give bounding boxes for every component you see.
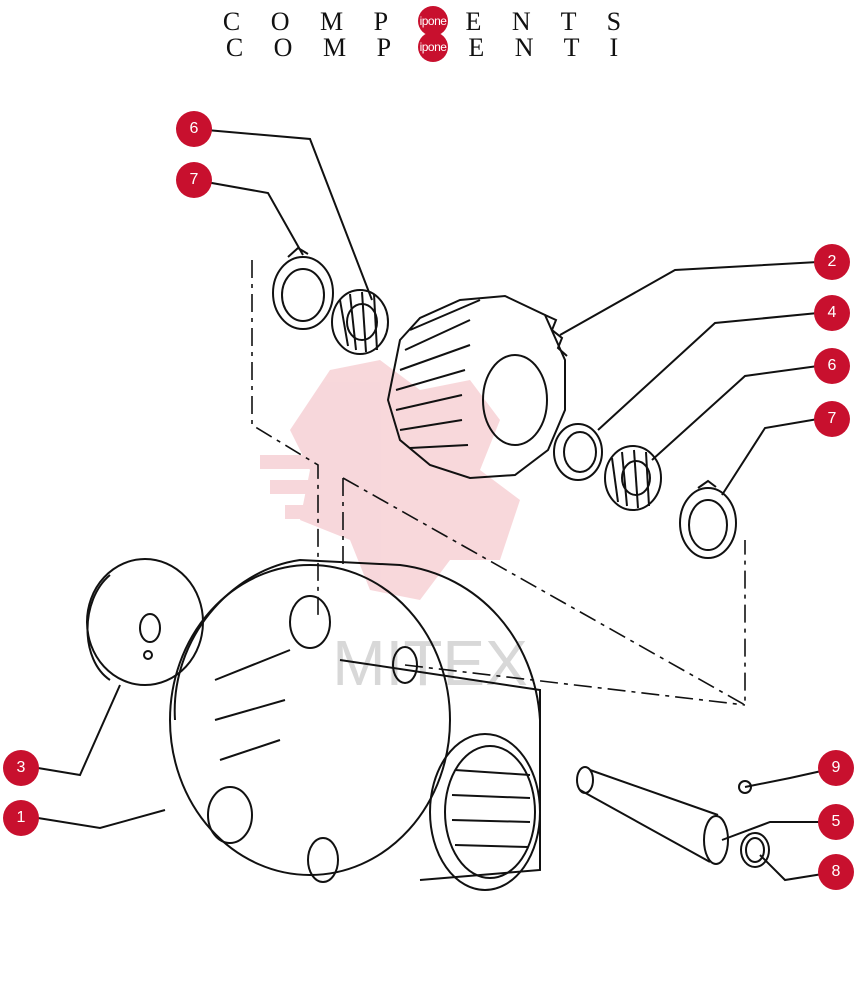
leader-6a — [194, 128, 373, 301]
callout-6-right[interactable]: 6 — [814, 348, 850, 384]
planet-pin — [576, 766, 729, 865]
snap-ring-right — [679, 479, 737, 559]
leader-5 — [721, 821, 835, 841]
callout-8[interactable]: 8 — [818, 854, 854, 890]
callout-4[interactable]: 4 — [814, 295, 850, 331]
snap-ring-top — [272, 246, 334, 330]
leader-7a — [194, 179, 304, 256]
callout-5[interactable]: 5 — [818, 804, 854, 840]
callout-6-top[interactable]: 6 — [176, 111, 212, 147]
callout-9[interactable]: 9 — [818, 750, 854, 786]
callout-1[interactable]: 1 — [3, 800, 39, 836]
needle-bearing-top — [331, 289, 389, 355]
circlip — [740, 832, 770, 868]
ball — [738, 780, 752, 794]
leader-6b — [651, 365, 819, 461]
title-badge-1: ipone — [418, 6, 448, 36]
callout-3[interactable]: 3 — [3, 750, 39, 786]
callout-7-top[interactable]: 7 — [176, 162, 212, 198]
cover-disc — [86, 558, 204, 686]
leader-3 — [37, 684, 121, 777]
title-badge-2: ipone — [418, 32, 448, 62]
leader-2 — [559, 261, 819, 336]
leader-4 — [597, 312, 819, 431]
needle-bearing-right — [604, 445, 662, 511]
watermark-logo — [260, 360, 520, 600]
planet-carrier-housing — [169, 558, 541, 891]
gear — [386, 294, 568, 480]
leader-7b — [721, 418, 819, 496]
callout-7-right[interactable]: 7 — [814, 401, 850, 437]
spacer-ring — [553, 423, 603, 481]
leader-1 — [37, 809, 166, 830]
callout-2[interactable]: 2 — [814, 244, 850, 280]
